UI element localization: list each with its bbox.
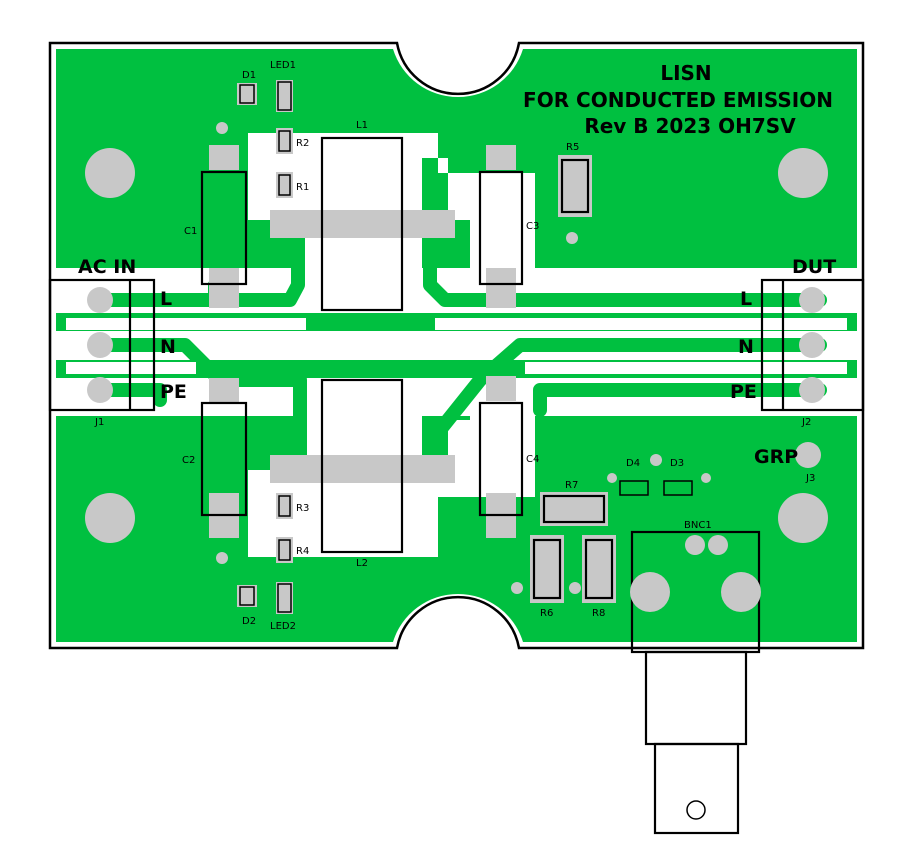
mounting-holes [85, 148, 828, 543]
refdes-led1: LED1 [270, 60, 296, 71]
refdes-r2: R2 [296, 138, 309, 149]
refdes-j1: J1 [94, 417, 104, 428]
refdes-r1: R1 [296, 182, 309, 193]
label-pe-left: PE [160, 381, 187, 403]
silkscreen-title: LISN FOR CONDUCTED EMISSION Rev B 2023 O… [523, 61, 833, 138]
label-l-left: L [160, 288, 172, 310]
bnc-tip [653, 742, 740, 835]
capacitor-c3 [478, 170, 524, 286]
refdes-bnc1: BNC1 [684, 520, 712, 531]
inductor-l2 [320, 378, 404, 554]
bnc-pads [630, 535, 761, 612]
refdes-r4: R4 [296, 546, 309, 557]
label-l-right: L [740, 288, 752, 310]
terminal-pads [87, 287, 825, 468]
label-grp: GRP [754, 446, 798, 468]
label-n-left: N [160, 336, 176, 358]
refdes-j2: J2 [801, 417, 811, 428]
inductor-l1 [320, 136, 404, 312]
refdes-j3: J3 [805, 473, 815, 484]
small-resistors [276, 128, 293, 563]
refdes-c1: C1 [184, 226, 197, 237]
vias [216, 122, 711, 594]
bnc-center-hole [686, 800, 706, 820]
inductor-pads [270, 210, 455, 483]
refdes-l1: L1 [356, 120, 368, 131]
refdes-r5: R5 [566, 142, 579, 153]
diode-d4 [619, 480, 649, 496]
capacitor-c1 [200, 170, 248, 286]
resistor-r6 [532, 538, 562, 600]
silkscreen-labels: AC IN DUT GRP L N PE L N PE [78, 256, 836, 468]
resistor-r5 [560, 158, 590, 214]
capacitor-c2 [200, 401, 248, 517]
refdes-c4: C4 [526, 454, 539, 465]
connector-j2 [760, 278, 865, 412]
resistor-r7 [542, 494, 606, 524]
resistor-r8 [584, 538, 614, 600]
refdes-l2: L2 [356, 558, 368, 569]
capacitor-pads [209, 145, 516, 538]
connector-j1 [48, 278, 156, 412]
refdes-led2: LED2 [270, 621, 296, 632]
refdes-c2: C2 [182, 455, 195, 466]
refdes-d3: D3 [670, 458, 684, 469]
refdes-d4: D4 [626, 458, 640, 469]
label-pe-right: PE [730, 381, 757, 403]
title-line-3: Rev B 2023 OH7SV [584, 114, 796, 138]
resistor-r7-pad [540, 492, 608, 526]
leds-and-diodes [237, 80, 293, 614]
bnc-barrel [644, 650, 748, 746]
refdes-r6: R6 [540, 608, 553, 619]
resistor-r5-pad [558, 155, 592, 217]
resistor-r6-pad [530, 535, 564, 603]
refdes-r7: R7 [565, 480, 578, 491]
refdes-d2: D2 [242, 616, 256, 627]
refdes-c3: C3 [526, 221, 539, 232]
line-gaps [66, 278, 847, 408]
label-dut: DUT [792, 256, 836, 278]
label-n-right: N [738, 336, 754, 358]
resistor-r8-pad [582, 535, 616, 603]
silkscreen-refdes: D1 LED1 R2 R1 L1 R5 C1 C3 J1 C2 R3 R4 L2… [94, 60, 815, 632]
capacitor-c4 [478, 401, 524, 517]
diode-d3 [663, 480, 693, 496]
title-line-2: FOR CONDUCTED EMISSION [523, 88, 833, 112]
label-ac-in: AC IN [78, 256, 136, 278]
refdes-r8: R8 [592, 608, 605, 619]
refdes-d1: D1 [242, 70, 256, 81]
title-line-1: LISN [660, 61, 711, 85]
refdes-r3: R3 [296, 503, 309, 514]
